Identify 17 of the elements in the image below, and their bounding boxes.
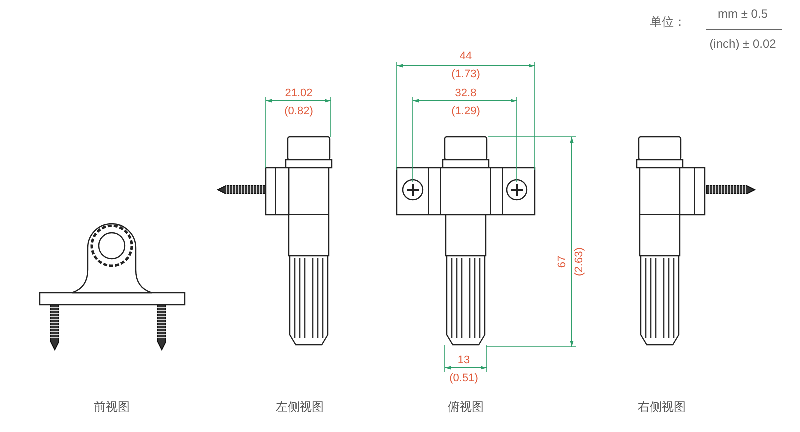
unit-value: (inch) ± 0.02	[710, 38, 776, 50]
dimension-value: 44	[460, 52, 472, 62]
dimension-value: (2.63)	[574, 248, 586, 276]
unit-label: 单位：	[650, 16, 686, 28]
dimension-value: (1.73)	[452, 70, 480, 80]
view-caption: 左侧视图	[276, 401, 324, 413]
dimension-value: 32.8	[455, 88, 477, 100]
view-caption: 前视图	[94, 401, 130, 413]
dimension-value: (1.29)	[452, 106, 480, 118]
dimension-value: (0.51)	[450, 374, 478, 384]
dimension-value: 21.02	[285, 88, 313, 100]
dimension-value: 67	[558, 256, 568, 268]
dimension-value: (0.82)	[284, 106, 314, 118]
dimension-value: 13	[458, 356, 470, 366]
unit-value: mm ± 0.5	[718, 8, 768, 20]
view-caption: 右侧视图	[638, 401, 686, 413]
view-caption: 俯视图	[448, 401, 484, 413]
